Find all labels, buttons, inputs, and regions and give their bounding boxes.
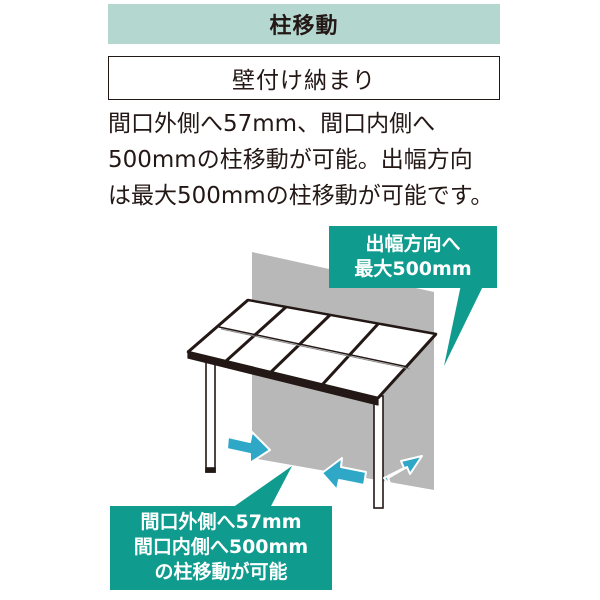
roof-rafter: [224, 305, 288, 363]
roof-rafter: [187, 298, 249, 354]
front-post-left: [205, 359, 216, 473]
roof-purlin: [220, 328, 411, 370]
depth-arrow: [383, 455, 423, 487]
front-post-right: [373, 395, 384, 509]
width-callout-line: 間口内側へ500mm: [133, 536, 309, 558]
width-arrow-inward: [321, 457, 367, 491]
roof-purlin: [218, 326, 409, 368]
front-post-left-lower: [205, 467, 216, 473]
description-line: は最大500mmの柱移動が可能です。: [108, 183, 494, 209]
width-callout-line: の柱移動が可能: [154, 561, 288, 583]
section-title: 柱移動: [108, 4, 500, 44]
description-text: 間口外側へ57mm、間口内側へ 500mmの柱移動が可能。出幅方向 は最大500…: [108, 106, 528, 214]
roof-rafter: [376, 332, 438, 400]
width-callout-line: 間口外側へ57mm: [140, 511, 302, 533]
width-callout: 間口外側へ57mm 間口内側へ500mm の柱移動が可能: [110, 506, 332, 590]
roof: [186, 298, 438, 406]
description-line: 間口外側へ57mm、間口内側へ: [108, 111, 436, 137]
width-callout-pointer: [232, 466, 292, 508]
depth-callout-pointer: [444, 280, 486, 366]
description-line: 500mmの柱移動が可能。出幅方向: [108, 147, 473, 173]
width-arrow-outward: [226, 431, 271, 464]
roof-front-beam: [187, 351, 379, 406]
depth-callout-line: 最大500mm: [354, 258, 472, 280]
installation-type-label: 壁付け納まり: [108, 56, 500, 100]
depth-callout-line: 出幅方向へ: [365, 233, 461, 255]
depth-callout: 出幅方向へ 最大500mm: [329, 226, 497, 288]
